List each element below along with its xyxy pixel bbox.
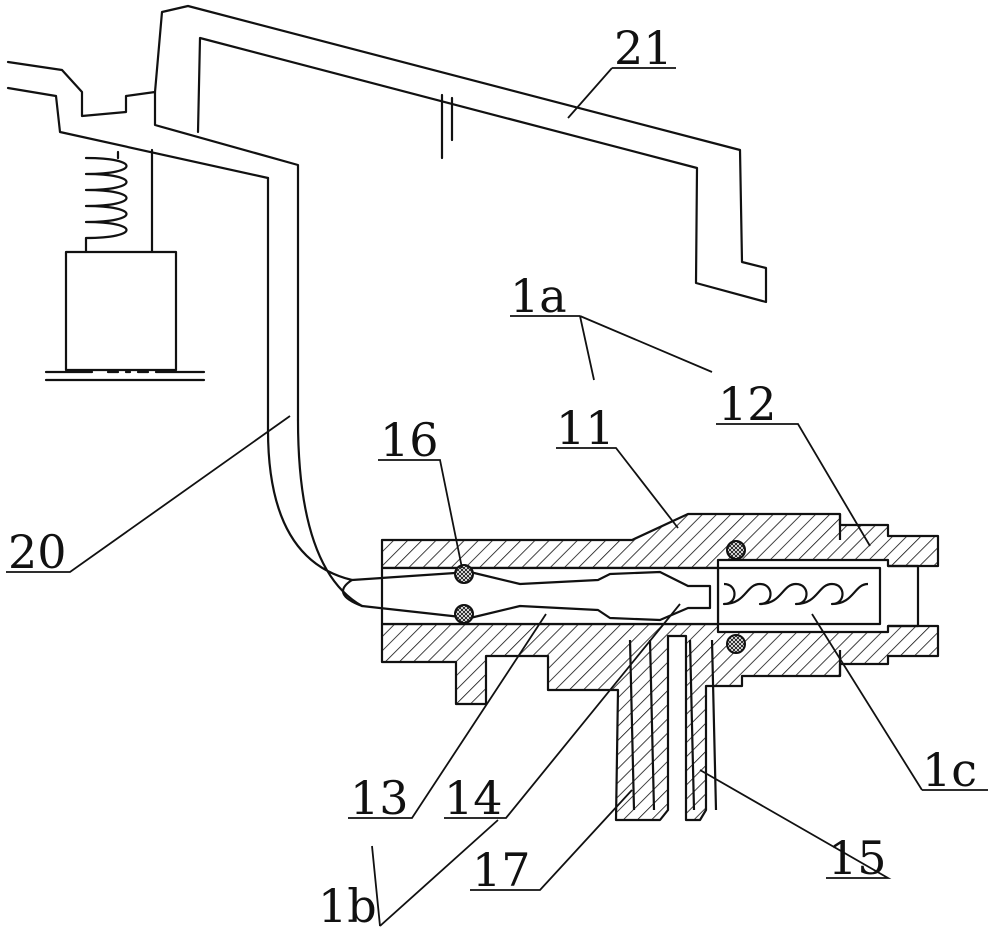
label-13: 13 <box>350 771 409 825</box>
leader-12 <box>716 423 871 547</box>
valve-body-upper <box>380 512 940 570</box>
label-1b: 1b <box>318 879 377 933</box>
actuator-block <box>64 250 178 372</box>
o-ring-bottom <box>726 634 746 654</box>
label-20: 20 <box>8 525 67 579</box>
label-11: 11 <box>556 401 615 455</box>
rod-20 <box>266 176 364 608</box>
o-ring-16-bottom <box>454 604 474 624</box>
leader-17 <box>470 789 633 891</box>
label-1a: 1a <box>510 269 567 323</box>
label-21: 21 <box>614 21 673 75</box>
lever-21 <box>153 4 768 304</box>
o-ring-top <box>726 540 746 560</box>
actuator-spring <box>84 148 154 254</box>
label-15: 15 <box>828 831 887 885</box>
leader-1b <box>371 819 499 927</box>
label-1c: 1c <box>922 743 977 797</box>
valve-body-lower <box>380 622 940 822</box>
leader-14 <box>444 603 681 819</box>
leader-15 <box>699 769 892 879</box>
leader-16 <box>378 459 463 569</box>
leader-11 <box>556 447 679 529</box>
leader-1c <box>811 613 988 791</box>
lever-rib <box>440 93 454 160</box>
top-plate <box>6 60 300 422</box>
label-16: 16 <box>380 413 439 467</box>
label-12: 12 <box>718 377 777 431</box>
leader-21 <box>567 67 676 119</box>
outlet-nozzles <box>628 639 718 811</box>
leader-20 <box>6 415 291 573</box>
valve-stem-14 <box>342 570 712 622</box>
leader-13 <box>348 613 547 819</box>
spring-1c <box>722 582 869 606</box>
label-17: 17 <box>472 843 531 897</box>
o-ring-16-top <box>454 564 474 584</box>
baseline <box>44 370 206 382</box>
label-14: 14 <box>444 771 503 825</box>
end-cap <box>838 514 920 676</box>
leader-1a <box>510 315 713 381</box>
